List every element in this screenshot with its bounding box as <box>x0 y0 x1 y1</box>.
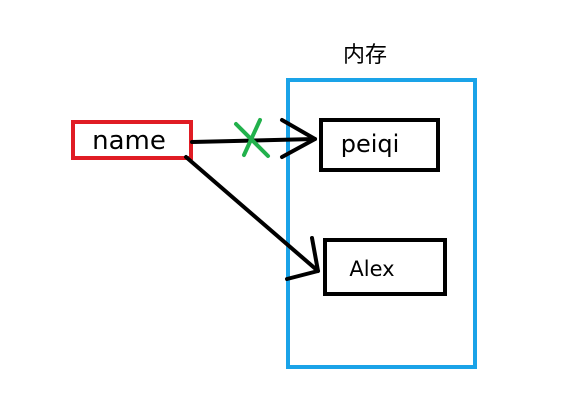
arrow-to-alex <box>184 155 320 281</box>
variable-label: name <box>92 126 166 156</box>
variable-box <box>71 120 193 160</box>
value-box-alex <box>323 238 447 296</box>
value-label-peiqi: peiqi <box>341 130 400 158</box>
value-label-alex: Alex <box>349 257 394 281</box>
cross-mark-icon <box>234 118 270 158</box>
value-box-peiqi <box>319 118 440 172</box>
memory-box <box>286 78 477 369</box>
memory-label: 内存 <box>343 43 387 68</box>
